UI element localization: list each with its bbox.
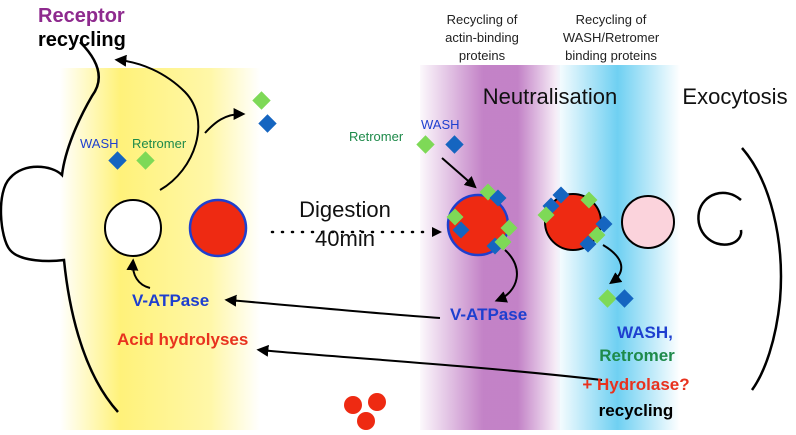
wash-diamond-left: [108, 151, 127, 170]
retromer-diamond-top-left: [252, 91, 271, 110]
recycling-wash-line1: Recycling of: [576, 12, 647, 27]
neutralisation-label: Neutralisation: [483, 84, 618, 109]
digestion-arrowhead: [432, 227, 442, 237]
coat-diamond-2: [489, 189, 507, 207]
cell-outline-right: [741, 147, 783, 391]
wash-diamond-mid: [445, 135, 464, 154]
retromer-diamond-mid: [416, 135, 435, 154]
wash-recycle-arrow: [602, 244, 623, 285]
exocytosis-vesicle: [697, 191, 743, 246]
wash-label-mid: WASH: [421, 117, 460, 132]
digestion-time-label: 40min: [315, 226, 375, 251]
receptor-label: Receptor: [38, 5, 125, 27]
coat2-diamond-7: [595, 215, 613, 233]
recycling-bottom-label: recycling: [599, 401, 674, 420]
pink-postlysosome: [621, 195, 675, 249]
hydrolase-ball-3: [357, 412, 375, 430]
recycling-actin-line3: proteins: [459, 48, 506, 63]
coat-diamond-4: [452, 221, 470, 239]
exocytosis-label: Exocytosis: [682, 84, 787, 109]
retromer-label-mid: Retromer: [349, 129, 404, 144]
red-lysosome: [188, 198, 248, 258]
vatpase-label-mid: V-ATPase: [450, 305, 527, 324]
wash-label-left: WASH: [80, 136, 119, 151]
coat-diamond-7: [494, 233, 512, 251]
coat-diamond-3: [446, 208, 464, 226]
recycling-wash-line3: binding proteins: [565, 48, 657, 63]
recruitment-arrow: [441, 157, 477, 189]
wash-diamond-top-left: [258, 114, 277, 133]
vatpase-removal-arrow: [494, 249, 518, 303]
acid-hydrolases-label: Acid hydrolyses: [117, 330, 248, 349]
coat2-diamond-5: [588, 226, 606, 244]
hydrolase-return-arrow: [256, 344, 603, 381]
recycling-actin-line2: actin-binding: [445, 30, 519, 45]
recycling-wash-line2: WASH/Retromer: [563, 30, 660, 45]
hydrolase-ball-2: [368, 393, 386, 411]
retromer-recycle-label: Retromer: [599, 346, 675, 365]
coat-diamond-5: [500, 219, 518, 237]
retromer-label-left: Retromer: [132, 136, 187, 151]
receptor-recycling-arrow: [114, 54, 200, 191]
wash-retromer-release-arrow: [204, 108, 246, 134]
hydrolase-ball-1: [344, 396, 362, 414]
empty-phagosome: [104, 199, 162, 257]
recycling-actin-line1: Recycling of: [447, 12, 518, 27]
retromer-diamond-left: [136, 151, 155, 170]
digestion-label: Digestion: [299, 197, 391, 222]
retromer-diamond-recycle: [598, 289, 617, 308]
vatpase-to-phagosome-arrow: [126, 258, 151, 289]
hydrolase-question-label: + Hydrolase?: [582, 375, 689, 394]
coat2-diamond-3: [537, 206, 555, 224]
coat2-diamond-1: [552, 186, 570, 204]
recycling-label: recycling: [38, 29, 126, 51]
wash-recycle-label: WASH,: [617, 323, 673, 342]
wash-diamond-recycle: [615, 289, 634, 308]
coat2-diamond-6: [579, 235, 597, 253]
coat2-diamond-4: [580, 191, 598, 209]
cell-outline-left: [0, 41, 119, 413]
vatpase-return-arrow: [224, 294, 441, 319]
vatpase-label-left: V-ATPase: [132, 291, 209, 310]
